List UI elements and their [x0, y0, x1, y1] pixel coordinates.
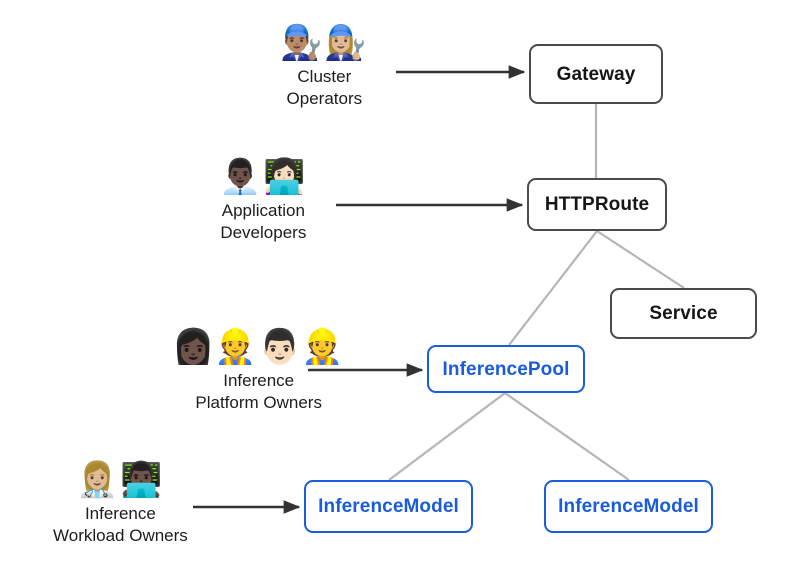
actor-application-developers-caption: Application Developers: [220, 200, 306, 245]
actor-caption-line-1: Application: [221, 200, 305, 220]
node-service-label: Service: [649, 303, 718, 324]
node-inferencemodel-1[interactable]: InferenceModel: [304, 480, 473, 533]
connector-inferencepool-inferencemodel-1: [388, 392, 506, 481]
actor-caption-line-2: Platform Owners: [195, 393, 322, 413]
actor-caption-line-2: Workload Owners: [53, 526, 188, 546]
actor-inference-workload-owners-caption: Inference Workload Owners: [53, 503, 188, 548]
node-inferencepool[interactable]: InferencePool: [427, 345, 585, 393]
node-service[interactable]: Service: [610, 288, 757, 339]
construction-worker-people-icon: 👩🏿‍👷👨🏻‍👷: [172, 327, 346, 367]
actor-inference-platform-owners: 👩🏿‍👷👨🏻‍👷 Inference Platform Owners: [172, 327, 346, 415]
node-inferencepool-label: InferencePool: [442, 358, 570, 380]
connector-httproute-inferencepool: [508, 230, 598, 346]
node-httproute-label: HTTPRoute: [544, 194, 650, 215]
actor-cluster-operators: 👨🏽‍🔧👩🏼‍🔧 Cluster Operators: [280, 23, 369, 111]
node-inferencemodel-2-label: InferenceModel: [558, 496, 699, 517]
actor-cluster-operators-caption: Cluster Operators: [287, 66, 363, 111]
node-httproute[interactable]: HTTPRoute: [527, 178, 667, 231]
actor-caption-line-2: Developers: [220, 223, 307, 243]
node-gateway-label: Gateway: [556, 63, 636, 85]
health-worker-technologist-icon: 👩🏼‍⚕️👨🏿‍💻: [76, 460, 165, 500]
mechanic-people-icon: 👨🏽‍🔧👩🏼‍🔧: [280, 23, 369, 63]
actor-inference-platform-owners-caption: Inference Platform Owners: [195, 370, 322, 415]
actor-caption-line-2: Operators: [286, 89, 363, 109]
actor-caption-line-1: Inference: [84, 503, 156, 523]
actor-application-developers: 👨🏿‍💼👩🏻‍💻 Application Developers: [219, 157, 308, 245]
office-worker-technologist-icon: 👨🏿‍💼👩🏻‍💻: [219, 157, 308, 197]
connector-inferencepool-inferencemodel-2: [504, 392, 630, 481]
actor-caption-line-1: Cluster: [297, 66, 352, 86]
node-gateway[interactable]: Gateway: [529, 44, 663, 104]
node-inferencemodel-1-label: InferenceModel: [318, 496, 459, 517]
connector-httproute-service: [596, 230, 685, 289]
actor-caption-line-1: Inference: [223, 370, 295, 390]
node-inferencemodel-2[interactable]: InferenceModel: [544, 480, 713, 533]
actor-inference-workload-owners: 👩🏼‍⚕️👨🏿‍💻 Inference Workload Owners: [53, 460, 188, 548]
